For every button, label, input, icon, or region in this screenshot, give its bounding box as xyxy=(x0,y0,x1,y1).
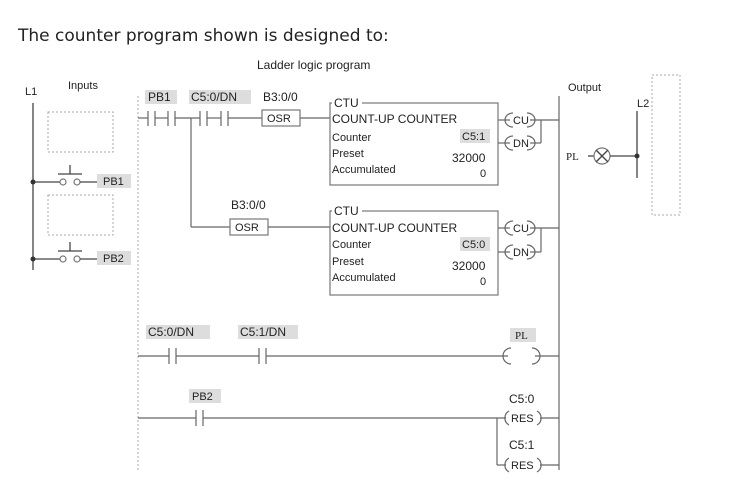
rung3-contact-c51dn: C5:1/DN xyxy=(240,325,286,339)
inputs-header: Inputs xyxy=(68,80,98,92)
rung1-osr-address: B3:0/0 xyxy=(263,90,298,104)
rung4-output2-label: RES xyxy=(511,460,534,472)
rung1-preset-value: 32000 xyxy=(452,151,486,165)
rung2-block-type: CTU xyxy=(334,204,359,218)
rung1-contact-c50dn: C5:0/DN xyxy=(191,90,237,104)
rung-1 xyxy=(138,102,559,228)
rung4-output1-label: RES xyxy=(511,413,534,425)
field-input-pb1: PB1 xyxy=(103,176,124,188)
rung3-contact-c50dn: C5:0/DN xyxy=(148,325,194,339)
rung1-contact-pb1: PB1 xyxy=(148,90,171,104)
field-input-wiring xyxy=(30,103,114,270)
rung-4 xyxy=(138,410,559,473)
rung2-accum-value: 0 xyxy=(480,276,486,288)
rung2-osr-label: OSR xyxy=(235,222,259,234)
rung1-block-type: CTU xyxy=(334,96,359,110)
rung1-counter-address: C5:1 xyxy=(462,131,485,143)
rung2-osr-address: B3:0/0 xyxy=(231,198,266,212)
rung-3 xyxy=(138,347,559,365)
rung1-counter-label: Counter xyxy=(332,132,371,144)
question-text: The counter program shown is designed to… xyxy=(18,26,389,46)
rung3-output-pl: PL xyxy=(515,330,528,342)
field-output-wiring xyxy=(588,74,681,216)
rung2-accum-label: Accumulated xyxy=(332,272,396,284)
rung1-preset-label: Preset xyxy=(332,148,364,160)
rung4-contact-pb2: PB2 xyxy=(192,391,213,403)
rung2-preset-value: 32000 xyxy=(452,259,486,273)
rung2-counter-label: Counter xyxy=(332,239,371,251)
field-input-pb2: PB2 xyxy=(103,253,124,265)
rung1-accum-value: 0 xyxy=(480,168,486,180)
rung2-counter-address: C5:0 xyxy=(462,239,485,251)
rung2-preset-label: Preset xyxy=(332,256,364,268)
rail-left-label: L1 xyxy=(25,86,37,98)
rung-2 xyxy=(229,210,559,296)
output-header: Output xyxy=(568,82,601,94)
rung4-output2-address: C5:1 xyxy=(509,438,535,452)
field-output-pl: PL xyxy=(566,151,579,163)
rung1-accum-label: Accumulated xyxy=(332,164,396,176)
rung2-output-cu: CU xyxy=(513,223,529,235)
rung1-output-cu: CU xyxy=(513,115,529,127)
rail-right-label: L2 xyxy=(637,98,649,110)
rung2-block-name: COUNT-UP COUNTER xyxy=(332,221,457,235)
rung1-osr-label: OSR xyxy=(267,113,291,125)
diagram-title: Ladder logic program xyxy=(257,58,370,72)
rung2-output-dn: DN xyxy=(513,247,529,259)
rung4-output1-address: C5:0 xyxy=(509,392,535,406)
rung1-output-dn: DN xyxy=(513,138,529,150)
rung1-block-name: COUNT-UP COUNTER xyxy=(332,112,457,126)
